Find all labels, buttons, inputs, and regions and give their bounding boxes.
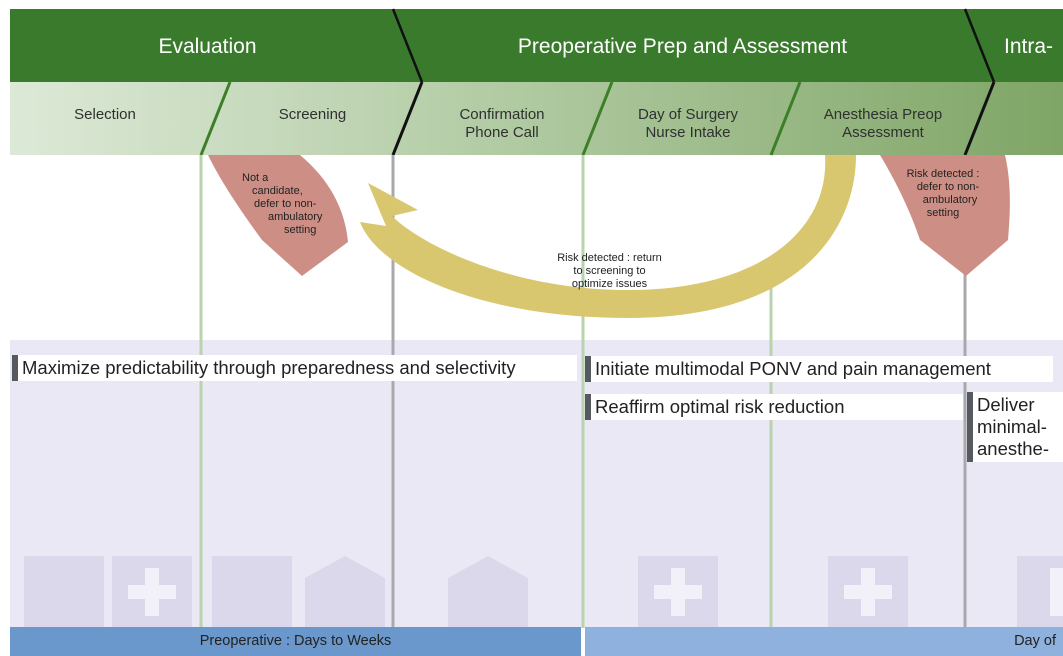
risk-return-arrow xyxy=(360,155,856,318)
risk-defer-line: defer to non- xyxy=(916,181,980,193)
medical-cross-icon xyxy=(112,556,192,628)
not-candidate-line: ambulatory xyxy=(268,211,323,223)
phase-separator xyxy=(391,8,424,83)
goal-deliver: Deliver minimal- anesthe- xyxy=(967,392,1063,462)
step-day-of-surgery: Day of Surgery Nurse Intake xyxy=(603,106,773,142)
step-anesthesia-line-1: Anesthesia Preop xyxy=(823,106,943,123)
building-icon xyxy=(212,556,292,628)
risk-return-label: Risk detected : return to screening to o… xyxy=(532,252,687,291)
not-candidate-line: Not a xyxy=(242,172,269,184)
step-separator xyxy=(391,81,424,156)
medical-cross-icon xyxy=(1017,556,1063,628)
not-candidate-line: candidate, xyxy=(252,185,303,197)
risk-defer-line: ambulatory xyxy=(922,194,978,206)
not-candidate-arrow xyxy=(208,155,348,276)
step-selection-label: Selection xyxy=(74,106,136,123)
timeline-label-preoperative: Preoperative : Days to Weeks xyxy=(199,633,392,649)
phase-preoperative-prep: Preoperative Prep and Assessment xyxy=(517,35,848,58)
step-selection: Selection xyxy=(20,106,190,124)
not-candidate-line: setting xyxy=(284,224,317,236)
timeline-bar-preoperative xyxy=(10,627,581,656)
goal-deliver-line: Deliver xyxy=(977,394,1035,415)
building-icon xyxy=(24,556,104,628)
goal-deliver-line: minimal- xyxy=(977,416,1047,437)
step-anesthesia-preop: Anesthesia Preop Assessment xyxy=(793,106,973,142)
step-confirmation-line-2: Phone Call xyxy=(465,124,539,141)
not-candidate-line: defer to non- xyxy=(254,198,317,210)
risk-defer-arrow xyxy=(880,155,1010,276)
timeline-bar-day-of xyxy=(585,627,1063,656)
goal-deliver-line: anesthe- xyxy=(977,438,1049,459)
step-anesthesia-line-2: Assessment xyxy=(842,124,924,141)
risk-defer-label: Risk detected : defer to non- ambulatory… xyxy=(888,168,998,220)
risk-return-line: to screening to xyxy=(573,265,646,277)
medical-cross-icon xyxy=(828,556,908,628)
phase-intra: Intra- xyxy=(1003,35,1053,58)
phase-band xyxy=(10,9,1063,82)
step-band xyxy=(10,82,1063,155)
house-icon xyxy=(305,556,385,628)
step-separator xyxy=(769,81,802,156)
goal-initiate-ponv: Initiate multimodal PONV and pain manage… xyxy=(585,356,1053,382)
step-screening: Screening xyxy=(230,106,395,124)
risk-return-line: optimize issues xyxy=(571,278,648,290)
not-candidate-label: Not a candidate, defer to non- ambulator… xyxy=(232,172,342,237)
step-day-of-surgery-line-2: Nurse Intake xyxy=(645,124,731,141)
goal-reaffirm-risk: Reaffirm optimal risk reduction xyxy=(585,394,963,420)
step-separator xyxy=(199,81,232,156)
risk-return-line: Risk detected : return xyxy=(557,252,662,264)
step-day-of-surgery-line-1: Day of Surgery xyxy=(637,106,739,123)
timeline-label-day-of: Day of xyxy=(1014,633,1056,649)
risk-defer-line: Risk detected : xyxy=(906,168,980,180)
step-screening-label: Screening xyxy=(278,106,347,123)
phase-separator xyxy=(963,8,996,83)
phase-evaluation: Evaluation xyxy=(158,35,257,58)
house-icon xyxy=(448,556,528,628)
goal-evaluation: Maximize predictability through prepared… xyxy=(12,355,577,381)
step-confirmation-call: Confirmation Phone Call xyxy=(417,106,587,142)
step-separator xyxy=(581,81,614,156)
step-confirmation-line-1: Confirmation xyxy=(459,106,545,123)
risk-defer-line: setting xyxy=(926,207,960,219)
medical-cross-icon xyxy=(638,556,718,628)
step-separator xyxy=(963,81,996,156)
